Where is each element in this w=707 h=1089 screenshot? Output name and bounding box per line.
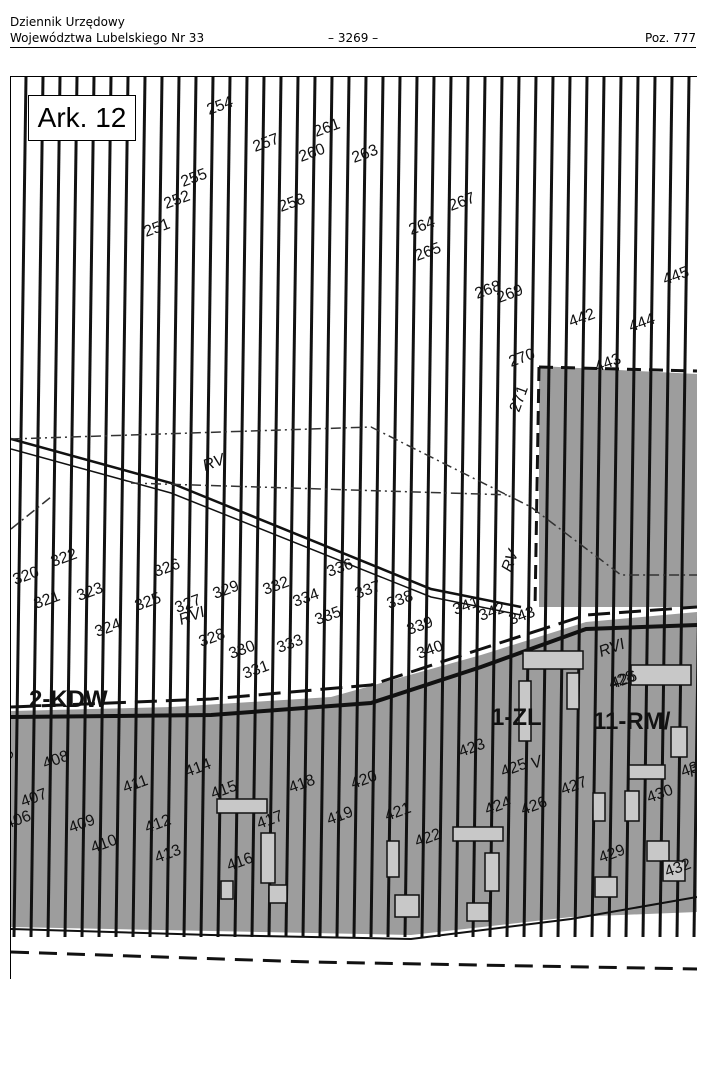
land-class-label: RV — [201, 451, 229, 475]
parcel-number: 271 — [507, 383, 532, 414]
parcel-number: 323 — [75, 580, 106, 605]
parcel-number: 329 — [211, 578, 242, 603]
parcel-number: 260 — [297, 141, 328, 166]
parcel-boundary-line — [165, 77, 181, 938]
parcel-number: 442 — [567, 306, 598, 331]
parcel-boundary-line — [97, 77, 113, 938]
parcel-number: 251 — [142, 216, 173, 241]
zone-shaded-east — [539, 366, 697, 607]
parcel-boundary-line — [539, 77, 555, 938]
plan-boundary-south — [11, 896, 697, 941]
parcel-boundary-line — [522, 77, 538, 938]
cadastral-map[interactable]: 254 257 261 260 263 255 252 251 258 264 … — [10, 76, 697, 979]
parcel-number: 255 — [179, 166, 210, 191]
parcel-boundary-line — [250, 77, 266, 938]
land-class-boundary — [11, 426, 697, 576]
parcel-boundary-line — [556, 77, 572, 938]
road-kdw-edge-south — [11, 623, 697, 719]
parcel-boundary-line — [505, 77, 521, 938]
parcel-boundary-line — [607, 77, 623, 938]
land-class-label: RV — [499, 547, 523, 575]
zone-label-kdw: 2-KDW — [29, 686, 108, 713]
ditch-diagonal-2 — [11, 448, 522, 616]
land-class-boundary-3 — [11, 496, 52, 530]
parcel-boundary-line — [216, 77, 232, 938]
parcel-number: 265 — [413, 240, 444, 265]
parcel-boundary-line — [658, 77, 674, 938]
parcel-number: 335 — [313, 604, 344, 629]
road-kdw-edge-north — [11, 605, 697, 709]
parcel-number: 263 — [350, 142, 381, 167]
parcel-boundary-line — [454, 77, 470, 938]
parcel-number: 261 — [312, 116, 343, 141]
voivodeship-issue: Województwa Lubelskiego Nr 33 — [10, 31, 205, 45]
parcel-boundary-line — [471, 77, 487, 938]
parcel-boundary-line — [148, 77, 164, 938]
land-class-label: RV — [687, 757, 697, 781]
plan-boundary-outer — [11, 950, 697, 971]
parcel-number: 330 — [227, 638, 258, 663]
position-number: Poz. 777 — [645, 31, 696, 45]
parcel-boundary-line — [114, 77, 130, 938]
parcel-boundary-line — [692, 614, 697, 938]
parcel-boundary-line — [182, 77, 198, 938]
parcel-boundary-line — [369, 77, 385, 938]
parcel-boundary-line — [352, 77, 368, 938]
map-canvas: 254 257 261 260 263 255 252 251 258 264 … — [11, 77, 697, 971]
building-outlines — [216, 650, 692, 922]
parcel-number: 337 — [353, 578, 384, 603]
zone-label-zl: 1-ZL — [491, 704, 542, 731]
zone-label-rm: 11-RM/ — [593, 708, 671, 735]
parcel-boundary-line — [63, 77, 79, 938]
parcel-boundary-line — [437, 77, 453, 938]
parcel-number: 334 — [291, 586, 322, 611]
parcel-boundary-line — [284, 77, 300, 938]
parcel-boundary-line — [573, 77, 589, 938]
parcel-boundary-line — [233, 77, 249, 938]
header-rule — [10, 47, 696, 48]
parcel-number: 267 — [447, 190, 478, 215]
parcel-boundary-line — [488, 77, 504, 938]
parcel-boundary-line — [12, 77, 28, 938]
parcel-boundary-line — [403, 77, 419, 938]
parcel-boundary-line — [29, 77, 45, 938]
parcel-boundary-line — [318, 77, 334, 938]
plan-boundary-east — [538, 365, 697, 373]
parcel-number: 252 — [162, 188, 193, 213]
parcel-boundary-line — [267, 77, 283, 938]
ditch-diagonal — [11, 437, 522, 609]
parcel-boundary-line — [675, 77, 691, 938]
parcel-number: 333 — [275, 632, 306, 657]
parcel-number: 332 — [261, 574, 292, 599]
page-header: Dziennik Urzędowy Województwa Lubelskieg… — [10, 14, 696, 48]
parcel-number: 258 — [277, 191, 308, 216]
parcel-boundary-line — [301, 77, 317, 938]
parcel-boundary-line — [80, 77, 96, 938]
parcel-boundary-line — [131, 77, 147, 938]
parcel-boundary-line — [46, 77, 62, 938]
journal-name: Dziennik Urzędowy — [10, 15, 125, 29]
parcel-boundary-line — [641, 77, 657, 938]
parcel-boundary-line — [420, 77, 436, 938]
plan-boundary-east-vertical — [533, 366, 541, 610]
parcel-boundary-line — [335, 77, 351, 938]
journal-title: Dziennik Urzędowy Województwa Lubelskieg… — [10, 14, 204, 46]
parcel-number: 336 — [325, 556, 356, 581]
land-class-boundary-2 — [130, 482, 512, 496]
sheet-label: Ark. 12 — [28, 95, 136, 141]
parcel-number: 257 — [251, 131, 282, 156]
parcel-number: 331 — [241, 658, 272, 683]
parcel-number: 342 — [477, 600, 508, 625]
parcel-boundary-line — [386, 77, 402, 938]
zone-labels: 2-KDW 1-ZL 11-RM/ — [29, 686, 671, 735]
page-number: – 3269 – — [328, 31, 379, 45]
parcel-number: 340 — [415, 638, 446, 663]
